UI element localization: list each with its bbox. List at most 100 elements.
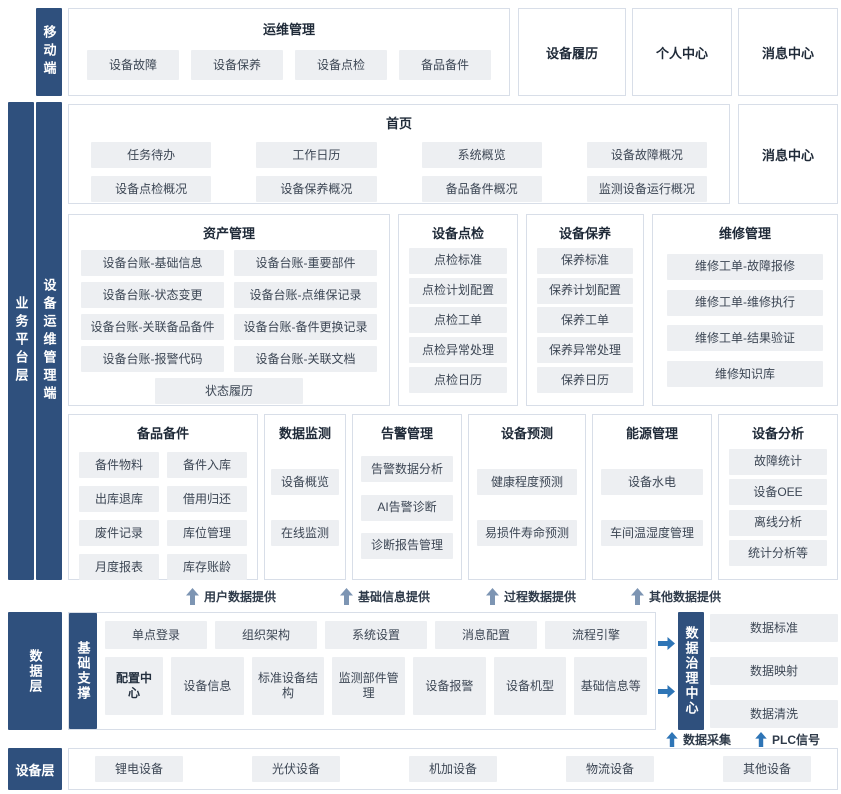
energy-item-1: 车间温湿度管理 (601, 520, 703, 546)
asset-item-0: 设备台账-基础信息 (81, 250, 224, 276)
repair-items: 维修工单-故障报修 维修工单-维修执行 维修工单-结果验证 维修知识库 (653, 242, 837, 405)
up-arrow-icon (186, 587, 199, 605)
layer-label-data-governance-text: 数据治理中心 (683, 626, 699, 716)
support-item-message-config: 消息配置 (435, 621, 537, 649)
home-item-4: 设备点检概况 (91, 176, 212, 202)
monitoring-title: 数据监测 (278, 426, 331, 441)
tile-device-inspection: 设备点检 (295, 50, 387, 80)
support-config-center: 配置中心 (105, 657, 163, 715)
asset-item-status-history: 状态履历 (155, 378, 303, 404)
flow-user-data: 用户数据提供 (186, 585, 276, 607)
layer-label-data: 数据层 (8, 612, 62, 730)
device-item-logistics: 物流设备 (566, 756, 654, 782)
asset-item-1: 设备台账-重要部件 (234, 250, 377, 276)
flow-basic-info: 基础信息提供 (340, 585, 430, 607)
tile-device-upkeep: 设备保养 (191, 50, 283, 80)
home-item-5: 设备保养概况 (256, 176, 377, 202)
asset-item-6: 设备台账-报警代码 (81, 346, 224, 372)
asset-items: 设备台账-基础信息 设备台账-重要部件 设备台账-状态变更 设备台账-点维保记录… (69, 242, 389, 372)
inspection-item-2: 点检工单 (409, 307, 507, 334)
tile-spare-parts: 备品备件 (399, 50, 491, 80)
flow-plc-signal-label: PLC信号 (772, 732, 821, 747)
alarm-item-1: AI告警诊断 (361, 494, 453, 521)
layer-label-ops-client: 设备运维管理端 (36, 102, 62, 580)
repair-item-0: 维修工单-故障报修 (667, 253, 823, 280)
ops-management-title: 运维管理 (262, 22, 315, 37)
prediction-title: 设备预测 (500, 426, 553, 441)
governance-item-mapping: 数据映射 (710, 657, 838, 685)
inspection-item-1: 点检计划配置 (409, 277, 507, 304)
layer-label-mobile-text: 移动端 (41, 25, 57, 79)
spares-item-1: 备件入库 (167, 452, 247, 478)
analysis-item-1: 设备OEE (729, 479, 827, 506)
spares-item-7: 库存账龄 (167, 554, 247, 580)
asset-item-4: 设备台账-关联备品备件 (81, 314, 224, 340)
layer-label-device: 设备层 (8, 748, 62, 790)
support-item-device-alarm: 设备报警 (413, 657, 486, 715)
spares-item-0: 备件物料 (79, 452, 159, 478)
governance-item-standard: 数据标准 (710, 614, 838, 642)
maintenance-item-2: 保养工单 (537, 307, 633, 334)
support-item-org: 组织架构 (215, 621, 317, 649)
asset-item-7: 设备台账-关联文档 (234, 346, 377, 372)
layer-label-data-governance: 数据治理中心 (678, 612, 704, 730)
analysis-item-0: 故障统计 (729, 448, 827, 475)
spares-item-6: 月度报表 (79, 554, 159, 580)
home-panel: 首页 任务待办 工作日历 系统概览 设备故障概况 设备点检概况 设备保养概况 备… (68, 104, 730, 204)
device-items: 锂电设备 光伏设备 机加设备 物流设备 其他设备 (69, 749, 837, 789)
flow-user-data-label: 用户数据提供 (204, 589, 277, 604)
support-item-monitor-parts: 监测部件管理 (332, 657, 406, 715)
inspection-item-0: 点检标准 (409, 247, 507, 274)
asset-item-3: 设备台账-点维保记录 (234, 282, 377, 308)
home-item-1: 工作日历 (256, 142, 377, 168)
right-arrow-icon (658, 685, 675, 698)
repair-item-3: 维修知识库 (667, 361, 823, 388)
home-item-6: 备品备件概况 (421, 176, 542, 202)
maintenance-item-3: 保养异常处理 (537, 337, 633, 364)
layer-label-business-platform: 业务平台层 (8, 102, 34, 580)
maintenance-item-0: 保养标准 (537, 247, 633, 274)
energy-title: 能源管理 (625, 426, 678, 441)
analysis-items: 故障统计 设备OEE 离线分析 统计分析等 (719, 442, 837, 579)
flow-plc-signal: PLC信号 (755, 731, 820, 747)
monitoring-panel: 数据监测 设备概览 在线监测 (264, 414, 346, 580)
flow-data-collection: 数据采集 (666, 731, 731, 747)
energy-items: 设备水电 车间温湿度管理 (593, 442, 711, 579)
device-item-lithium: 锂电设备 (95, 756, 183, 782)
maintenance-title: 设备保养 (558, 226, 611, 241)
home-items: 任务待办 工作日历 系统概览 设备故障概况 设备点检概况 设备保养概况 备品备件… (69, 132, 729, 202)
up-arrow-icon (666, 731, 678, 747)
right-arrow-icon (658, 637, 675, 650)
energy-item-0: 设备水电 (601, 469, 703, 495)
inspection-items: 点检标准 点检计划配置 点检工单 点检异常处理 点检日历 (399, 242, 517, 405)
support-item-sso: 单点登录 (105, 621, 207, 649)
analysis-item-3: 统计分析等 (729, 540, 827, 567)
analysis-title: 设备分析 (751, 426, 804, 441)
inspection-item-3: 点检异常处理 (409, 337, 507, 364)
maintenance-items: 保养标准 保养计划配置 保养工单 保养异常处理 保养日历 (527, 242, 643, 405)
ops-management-items: 设备故障 设备保养 设备点检 备品备件 (69, 38, 509, 80)
spares-item-5: 库位管理 (167, 520, 247, 546)
layer-label-device-text: 设备层 (15, 762, 55, 778)
alarm-title: 告警管理 (380, 426, 433, 441)
governance-items: 数据标准 数据映射 数据清洗 (710, 612, 838, 730)
base-support-row1: 单点登录 组织架构 系统设置 消息配置 流程引擎 (105, 621, 647, 649)
monitoring-item-1: 在线监测 (271, 520, 339, 546)
up-arrow-icon (340, 587, 353, 605)
device-panel: 锂电设备 光伏设备 机加设备 物流设备 其他设备 (68, 748, 838, 790)
box-personal-center: 个人中心 (632, 8, 732, 96)
repair-item-1: 维修工单-维修执行 (667, 289, 823, 316)
device-item-other: 其他设备 (723, 756, 811, 782)
support-item-device-model: 设备机型 (493, 657, 567, 715)
home-item-7: 监测设备运行概况 (586, 176, 707, 202)
asset-management-panel: 资产管理 设备台账-基础信息 设备台账-重要部件 设备台账-状态变更 设备台账-… (68, 214, 390, 406)
box-device-history: 设备履历 (518, 8, 626, 96)
box-message-center-home: 消息中心 (738, 104, 838, 204)
prediction-panel: 设备预测 健康程度预测 易损件寿命预测 (468, 414, 586, 580)
base-support-content: 单点登录 组织架构 系统设置 消息配置 流程引擎 配置中心 设备信息 标准设备结… (97, 613, 655, 723)
maintenance-item-4: 保养日历 (537, 367, 633, 394)
flow-other-data-label: 其他数据提供 (649, 589, 722, 604)
base-support-panel: 基础支撑 单点登录 组织架构 系统设置 消息配置 流程引擎 配置中心 设备信息 … (68, 612, 656, 730)
base-support-row2: 配置中心 设备信息 标准设备结构 监测部件管理 设备报警 设备机型 基础信息等 (105, 657, 648, 715)
up-arrow-icon (755, 731, 767, 747)
